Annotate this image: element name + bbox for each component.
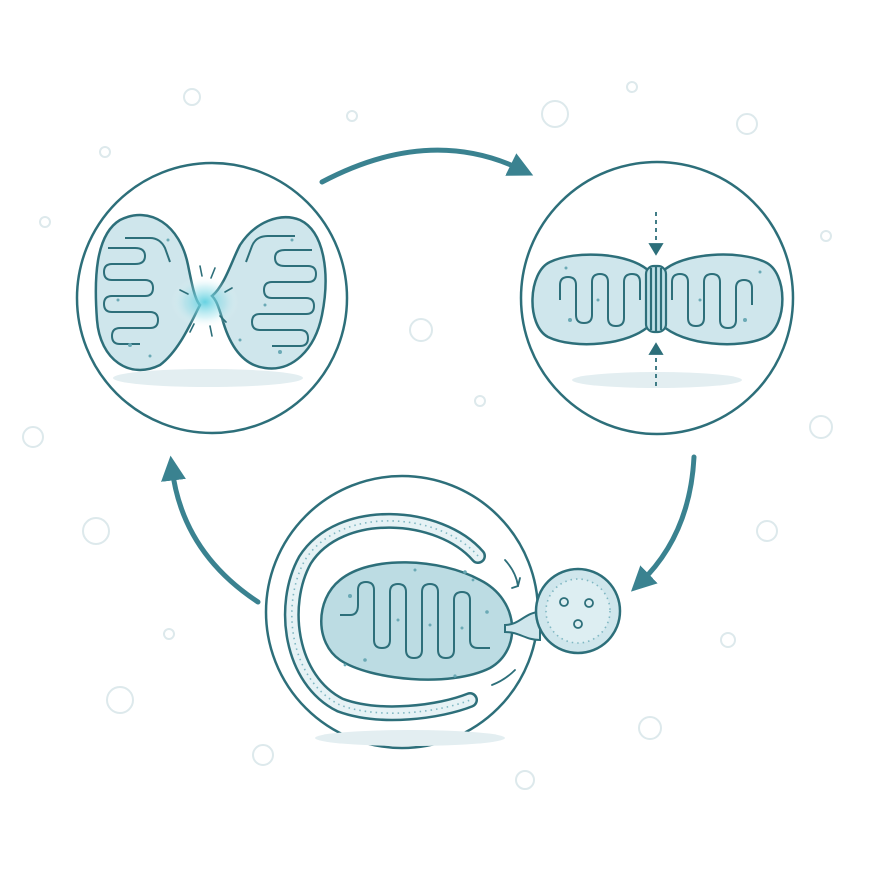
mitophagy-engulfment-icon xyxy=(283,512,622,722)
stage-mitophagy xyxy=(264,474,622,750)
arrow-fission-to-mitophagy xyxy=(630,454,697,592)
arrow-mitophagy-to-fusion xyxy=(161,455,261,605)
constriction-arrows xyxy=(648,212,664,386)
background-bubbles xyxy=(22,81,833,790)
stage-fusion xyxy=(75,161,349,435)
constriction-ring xyxy=(644,264,668,334)
fusion-glow xyxy=(171,276,239,328)
spark-lines xyxy=(179,265,233,337)
cycle-arrows xyxy=(161,147,697,605)
mitochondria-fission-icon xyxy=(531,212,784,386)
mitochondria-fusion-icon xyxy=(94,213,327,372)
ground-shadow xyxy=(315,730,505,746)
ground-shadow xyxy=(572,372,742,388)
stage-fission xyxy=(519,160,795,436)
lysosome-stalk xyxy=(504,610,541,642)
ground-shadow xyxy=(113,369,303,387)
arrow-fusion-to-fission xyxy=(319,147,534,185)
